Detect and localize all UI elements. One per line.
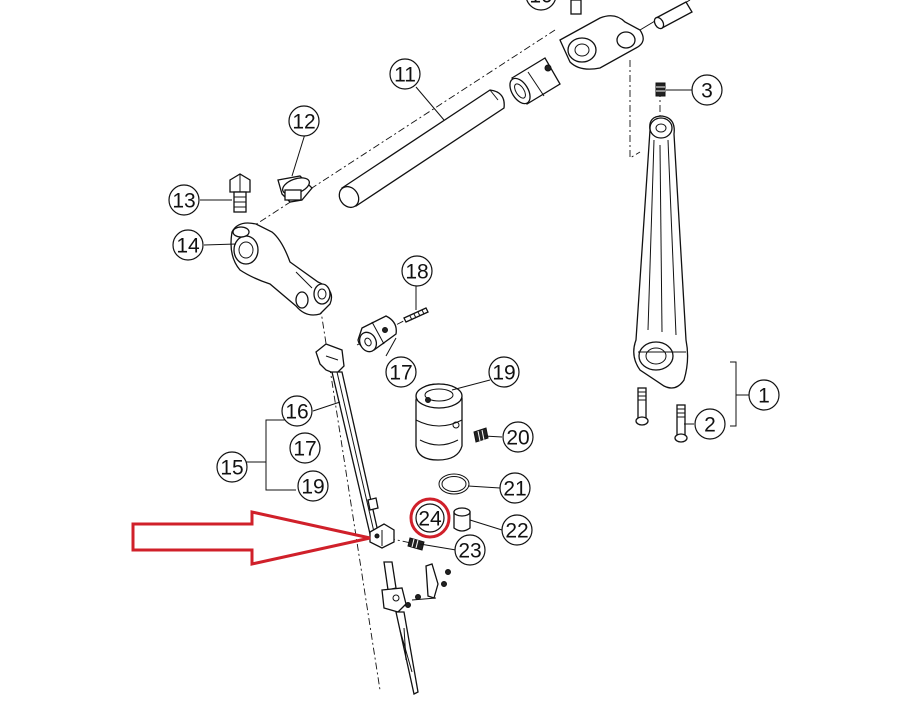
set-screw-3 xyxy=(655,82,666,97)
svg-text:19: 19 xyxy=(492,362,515,385)
callout-23: 23 xyxy=(454,534,486,566)
callout-12: 12 xyxy=(288,105,320,137)
svg-text:11: 11 xyxy=(394,64,416,87)
set-screw-20 xyxy=(473,427,489,443)
callout-11: 11 xyxy=(389,58,421,90)
needle-clamp-24 xyxy=(369,523,395,549)
connecting-rod-1 xyxy=(633,115,689,389)
callout-17-group: 17 xyxy=(289,432,321,464)
screw-18 xyxy=(403,307,429,323)
callout-20: 20 xyxy=(502,421,534,453)
svg-text:18: 18 xyxy=(405,261,428,284)
callout-19-top: 19 xyxy=(488,356,520,388)
callout-24: 24 xyxy=(415,503,445,533)
callout-13: 13 xyxy=(168,184,200,216)
svg-text:17: 17 xyxy=(389,362,412,385)
callout-21: 21 xyxy=(499,472,531,504)
bushing-upper xyxy=(509,57,561,105)
highlight-circle xyxy=(409,497,451,539)
svg-text:15: 15 xyxy=(220,457,243,480)
cap-screw-2 xyxy=(635,387,688,443)
callout-16: 16 xyxy=(281,395,313,427)
svg-text:16: 16 xyxy=(285,401,308,424)
svg-text:20: 20 xyxy=(506,427,529,450)
cylinder-19 xyxy=(415,383,463,461)
callout-17-top: 17 xyxy=(385,356,417,388)
callout-15: 15 xyxy=(216,451,248,483)
svg-text:19: 19 xyxy=(301,476,324,499)
cap-12 xyxy=(277,175,313,203)
callout-22: 22 xyxy=(501,514,533,546)
o-ring-21 xyxy=(438,473,470,495)
callout-18: 18 xyxy=(401,255,433,287)
callout-3: 3 xyxy=(691,74,723,106)
callout-1: 1 xyxy=(748,379,780,411)
bushing-22 xyxy=(453,507,471,532)
callout-14: 14 xyxy=(172,229,204,261)
svg-text:2: 2 xyxy=(704,414,716,437)
svg-text:21: 21 xyxy=(503,478,526,501)
bolt-13 xyxy=(229,173,251,213)
callout-2: 2 xyxy=(694,408,726,440)
needle-bar-16 xyxy=(315,343,379,535)
callout-19-group: 19 xyxy=(297,470,329,502)
link-block-17 xyxy=(357,315,397,353)
upper-arm-10 xyxy=(559,0,693,70)
leader-lines xyxy=(200,86,750,551)
svg-text:12: 12 xyxy=(292,111,315,134)
callouts: 1 2 3 10 11 12 13 14 xyxy=(168,0,780,566)
svg-text:17: 17 xyxy=(293,438,316,461)
svg-text:1: 1 xyxy=(758,385,770,408)
red-annotations xyxy=(131,497,451,566)
crank-arm-14 xyxy=(230,222,333,316)
svg-text:13: 13 xyxy=(172,190,195,213)
svg-text:3: 3 xyxy=(701,80,713,103)
svg-text:22: 22 xyxy=(505,520,528,543)
pointer-arrow xyxy=(131,510,371,566)
screw-23 xyxy=(407,537,425,551)
shaft-11 xyxy=(338,89,505,209)
svg-text:14: 14 xyxy=(176,235,200,258)
svg-text:24: 24 xyxy=(418,508,442,531)
callout-10: 10 xyxy=(526,0,556,11)
svg-text:10: 10 xyxy=(529,0,552,8)
svg-text:23: 23 xyxy=(458,540,481,563)
needle-assembly xyxy=(381,561,451,695)
